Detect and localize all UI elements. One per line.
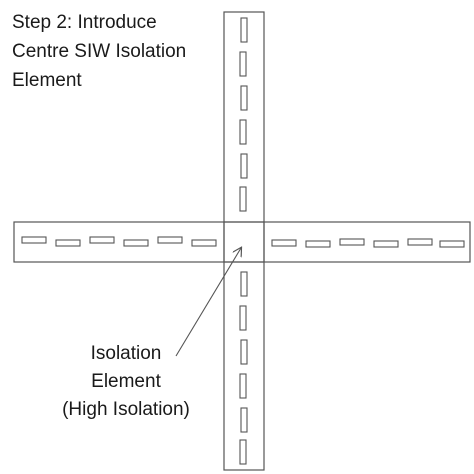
slot-right-1 (271, 239, 297, 247)
caption-line-3: (High Isolation) (62, 399, 190, 420)
slot-top-6 (239, 186, 247, 212)
slot-top-5 (240, 153, 248, 179)
title-line-1: Step 2: Introduce (12, 12, 157, 33)
isolation-element-label: Isolation Element (High Isolation) (26, 340, 226, 424)
slot-right-4 (373, 240, 399, 248)
slot-left-2 (55, 239, 81, 247)
slot-left-1 (21, 236, 47, 244)
center-isolation-element (223, 221, 265, 263)
caption-line-2: Element (91, 371, 161, 392)
slot-top-2 (239, 51, 247, 77)
slot-left-6 (191, 239, 217, 247)
slot-right-5 (407, 238, 433, 246)
siw-arm-top (223, 11, 265, 223)
caption-line-1: Isolation (90, 343, 162, 364)
pointer-arrow (175, 248, 241, 357)
siw-arm-right (263, 221, 471, 263)
slot-bottom-2 (239, 305, 247, 331)
slot-left-5 (157, 236, 183, 244)
title-text: Step 2: Introduce Centre SIW Isolation E… (12, 8, 186, 95)
slot-right-2 (305, 240, 331, 248)
slot-left-3 (89, 236, 115, 244)
title-line-2: Centre SIW Isolation (12, 41, 187, 62)
slot-right-3 (339, 238, 365, 246)
siw-arm-bottom (223, 261, 265, 471)
title-line-3: Element (12, 70, 82, 91)
slot-top-1 (240, 17, 248, 43)
slot-right-6 (439, 240, 465, 248)
slot-bottom-5 (240, 407, 248, 433)
slot-bottom-4 (239, 373, 247, 399)
slot-top-4 (239, 119, 247, 145)
slot-bottom-1 (240, 271, 248, 297)
slot-left-4 (123, 239, 149, 247)
slot-top-3 (240, 85, 248, 111)
slot-bottom-3 (240, 339, 248, 365)
slot-bottom-6 (239, 439, 247, 465)
